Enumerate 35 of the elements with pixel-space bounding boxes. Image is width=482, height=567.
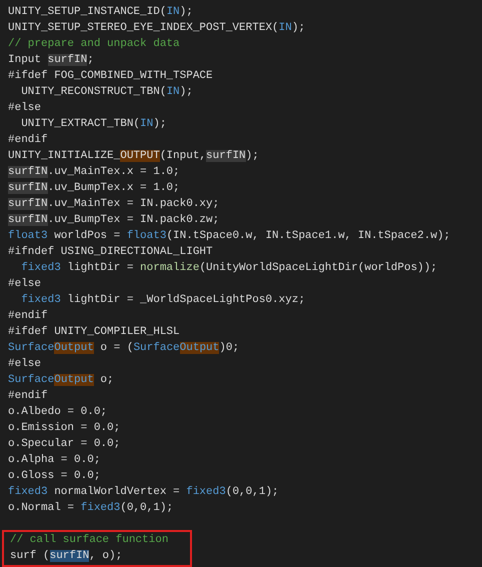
- code-line: UNITY_SETUP_STEREO_EYE_INDEX_POST_VERTEX(IN);: [8, 21, 306, 36]
- code-line: float3 worldPos = float3(IN.tSpace0.w, IN.tSpace1.w, IN.tSpace2.w);: [8, 229, 450, 244]
- code-line: surfIN.uv_BumpTex.x = 1.0;: [8, 181, 180, 196]
- code-line: #endif: [8, 309, 48, 324]
- code-line: o.Albedo = 0.0;: [8, 405, 108, 420]
- code-comment: // call surface function: [10, 533, 168, 548]
- code-line: #ifdef UNITY_COMPILER_HLSL: [8, 325, 180, 340]
- code-line: #else: [8, 357, 42, 372]
- code-line: #ifdef FOG_COMBINED_WITH_TSPACE: [8, 69, 213, 84]
- code-line: #endif: [8, 389, 48, 404]
- code-line: SurfaceOutput o;: [8, 373, 114, 388]
- code-comment: // prepare and unpack data: [8, 37, 180, 52]
- code-line: surf (surfIN, o);: [10, 549, 122, 564]
- code-line: #ifndef USING_DIRECTIONAL_LIGHT: [8, 245, 213, 260]
- code-line: #else: [8, 277, 42, 292]
- highlight-box: [2, 530, 192, 567]
- code-line: UNITY_SETUP_INSTANCE_ID(IN);: [8, 5, 193, 20]
- code-line: UNITY_RECONSTRUCT_TBN(IN);: [20, 85, 193, 100]
- code-line: surfIN.uv_MainTex = IN.pack0.xy;: [8, 197, 220, 212]
- code-line: o.Gloss = 0.0;: [8, 469, 100, 484]
- code-line: o.Normal = fixed3(0,0,1);: [8, 501, 174, 516]
- code-line: fixed3 lightDir = normalize(UnityWorldSpaceLightDir(worldPos));: [20, 261, 438, 276]
- code-line: fixed3 lightDir = _WorldSpaceLightPos0.xyz;: [20, 293, 306, 308]
- code-line: SurfaceOutput o = (SurfaceOutput)0;: [8, 341, 240, 356]
- code-line: #else: [8, 101, 42, 116]
- code-line: fixed3 normalWorldVertex = fixed3(0,0,1);: [8, 485, 279, 500]
- code-line: surfIN.uv_MainTex.x = 1.0;: [8, 165, 180, 180]
- code-line: UNITY_INITIALIZE_OUTPUT(Input,surfIN);: [8, 149, 259, 164]
- code-line: o.Specular = 0.0;: [8, 437, 120, 452]
- code-line: #endif: [8, 133, 48, 148]
- code-line: Input surfIN;: [8, 53, 94, 68]
- code-line: o.Emission = 0.0;: [8, 421, 120, 436]
- code-line: o.Alpha = 0.0;: [8, 453, 100, 468]
- code-line: surfIN.uv_BumpTex = IN.pack0.zw;: [8, 213, 220, 228]
- code-line: UNITY_EXTRACT_TBN(IN);: [20, 117, 166, 132]
